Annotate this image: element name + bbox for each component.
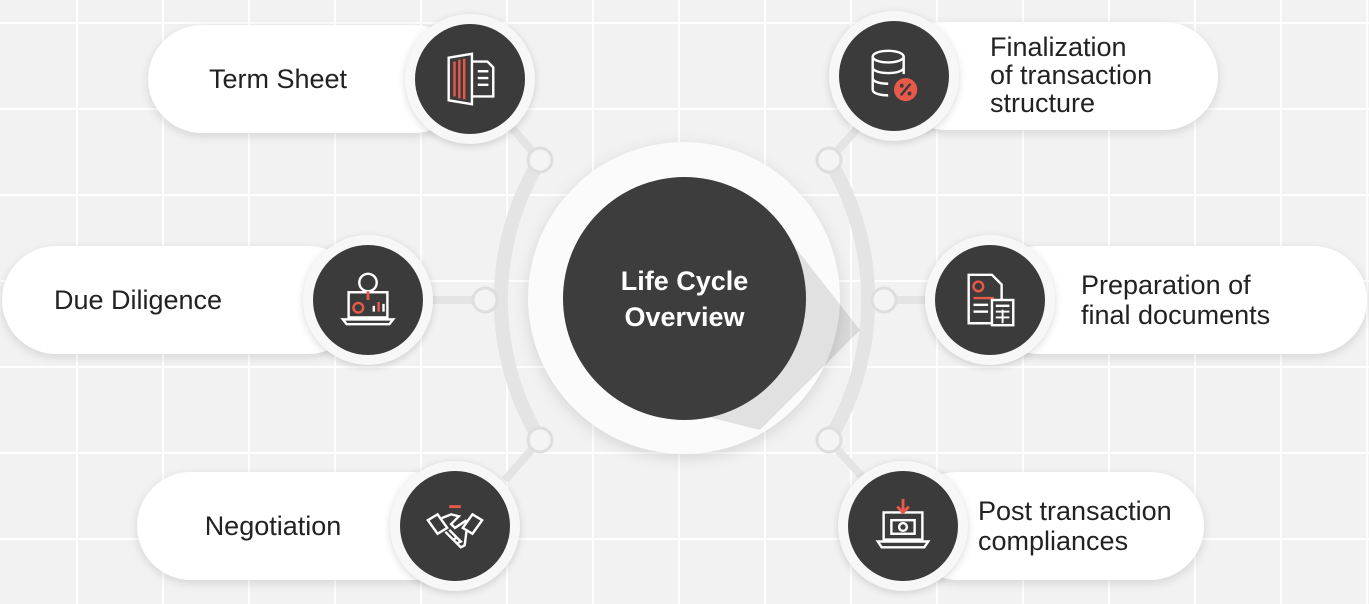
laptop-download-icon	[875, 498, 931, 549]
junction-node	[815, 146, 843, 174]
junction-node	[526, 146, 554, 174]
step-negotiation-icon-halo	[390, 461, 520, 591]
step-finalization-label-line-3: structure	[990, 88, 1096, 118]
step-post-transaction-label-line-1: Post transaction	[978, 496, 1172, 526]
step-post-transaction-icon-halo	[838, 461, 968, 591]
left-connector-arc	[493, 153, 547, 447]
step-finalization-label-line-1: Finalization	[990, 32, 1127, 62]
center-title-line-2: Overview	[624, 301, 745, 332]
center-title: Life Cycle Overview	[600, 263, 770, 335]
step-preparation-icon-halo	[925, 235, 1055, 365]
step-finalization-label-line-2: of transaction	[990, 60, 1153, 90]
step-post-transaction-label: Post transaction compliances	[978, 496, 1172, 556]
right-connector-arc	[822, 153, 876, 447]
center-title-line-1: Life Cycle	[620, 265, 749, 296]
step-due-diligence: Due Diligence	[2, 246, 362, 354]
step-due-diligence-icon-halo	[303, 235, 433, 365]
step-preparation-label-line-1: Preparation of	[1081, 270, 1251, 300]
database-percent-icon	[871, 49, 918, 102]
junction-node	[815, 426, 843, 454]
step-finalization-icon-halo	[829, 11, 959, 141]
junction-node	[870, 286, 898, 314]
junction-node	[526, 426, 554, 454]
junction-node	[471, 286, 499, 314]
step-finalization-label: Finalization of transaction structure	[990, 33, 1152, 117]
step-negotiation-label: Negotiation	[204, 510, 342, 541]
step-preparation-label: Preparation of final documents	[1081, 270, 1270, 330]
step-preparation-label-line-2: final documents	[1081, 300, 1271, 330]
center-hub: Life Cycle Overview	[563, 177, 806, 420]
document-pages-icon	[447, 52, 495, 106]
step-term-sheet-label: Term Sheet	[208, 63, 348, 94]
step-post-transaction-label-line-2: compliances	[978, 526, 1129, 556]
document-calculator-icon	[967, 273, 1015, 327]
step-term-sheet-icon-halo	[405, 14, 535, 144]
magnifier-laptop-icon	[340, 272, 396, 326]
handshake-icon	[426, 505, 484, 549]
step-due-diligence-label: Due Diligence	[53, 284, 223, 315]
